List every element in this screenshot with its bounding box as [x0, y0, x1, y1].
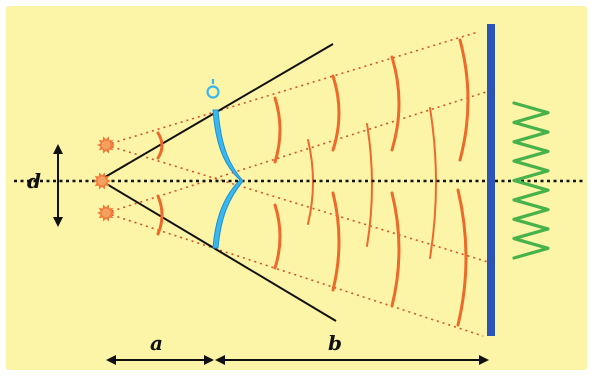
ray-upper-bottom: [105, 144, 489, 263]
label-a: a: [150, 331, 163, 355]
wavefront-arc: [273, 96, 282, 164]
biprism-marker-icon: [206, 79, 220, 99]
wavefront-arc: [458, 38, 470, 162]
real-source-icon: [93, 172, 111, 190]
wavefront-arc: [429, 107, 437, 259]
separation-arrow-d: [53, 144, 63, 227]
label-d: d: [27, 169, 41, 193]
ray-lower-top: [105, 91, 487, 214]
wavefront-arc: [156, 131, 164, 160]
light-sources: [93, 136, 115, 222]
beam-edge-bottom: [99, 179, 337, 322]
observation-screen: [487, 24, 495, 336]
wavefront-arc: [456, 188, 468, 327]
diagram-panel: [6, 6, 587, 370]
label-b: b: [328, 331, 342, 355]
wavefronts: [156, 38, 470, 327]
biprism: [206, 79, 244, 249]
virtual-source-top-icon: [97, 136, 115, 154]
wavefront-arc: [331, 191, 341, 292]
biprism-body: [212, 109, 244, 249]
wavefront-arc: [390, 55, 401, 152]
wavefront-arc: [390, 191, 401, 308]
interference-fringes-icon: [512, 101, 550, 260]
virtual-source-rays: [105, 31, 489, 337]
distance-arrows: [106, 355, 489, 365]
wavefront-arc: [273, 203, 282, 270]
virtual-source-bottom-icon: [97, 204, 115, 222]
wavefront-arc: [331, 74, 341, 152]
wavefront-arc: [156, 194, 164, 236]
wavefront-arc: [366, 123, 373, 247]
ray-lower-bottom: [105, 212, 484, 337]
